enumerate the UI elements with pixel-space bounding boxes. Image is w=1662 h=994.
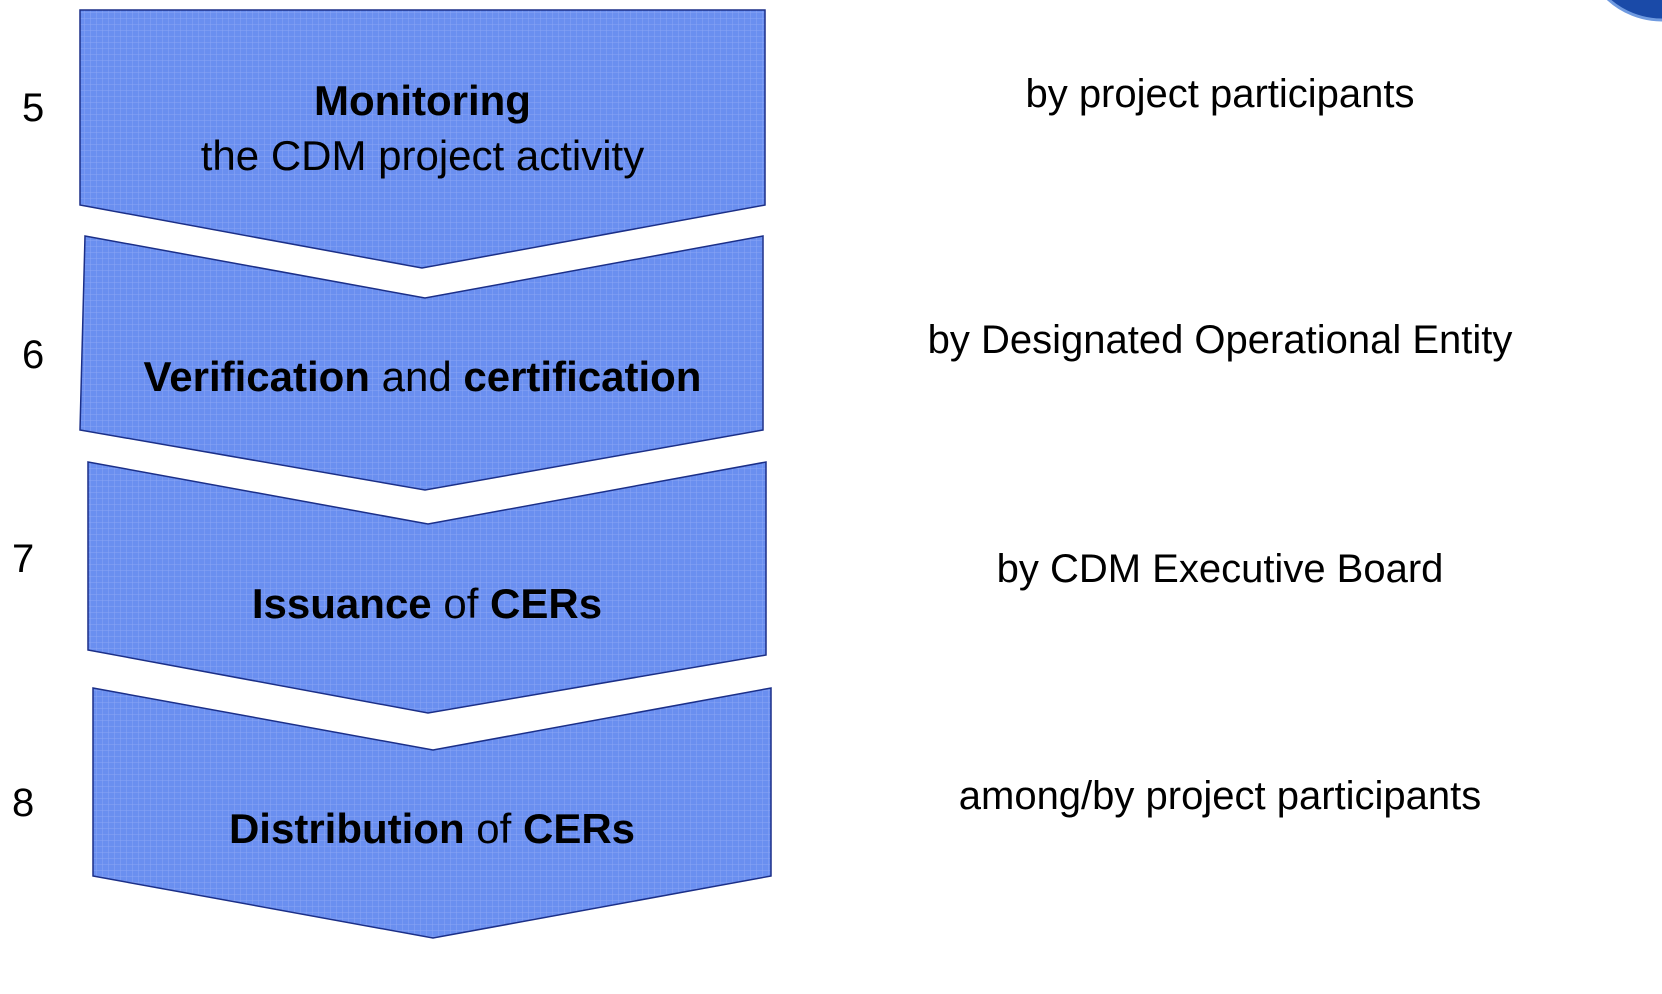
- step-label-5: Monitoring the CDM project activity: [80, 74, 765, 183]
- step-number-5: 5: [22, 86, 45, 130]
- step-label-8: Distribution of CERs: [93, 802, 771, 857]
- step-actor-6: by Designated Operational Entity: [927, 318, 1513, 362]
- step-7-chevron: [87, 461, 767, 714]
- step-label-7: Issuance of CERs: [88, 577, 766, 632]
- step-actor-8: among/by project participants: [958, 774, 1482, 818]
- step-5-chevron: [79, 9, 766, 269]
- step-8-title-connector: of: [464, 805, 523, 852]
- step-6-chevron: [79, 235, 764, 491]
- step-8-title-bold-1: Distribution: [228, 805, 465, 852]
- step-6-title-connector: and: [369, 353, 464, 400]
- step-7-title-bold-1: Issuance: [251, 580, 432, 627]
- step-actor-7: by CDM Executive Board: [996, 547, 1444, 591]
- step-label-6: Verification and certification: [80, 350, 765, 405]
- step-7-title-connector: of: [431, 580, 491, 627]
- step-actor-5: by project participants: [1025, 72, 1415, 116]
- partial-circular-logo-icon: [1552, 0, 1662, 26]
- step-number-7: 7: [12, 537, 35, 581]
- step-number-6: 6: [22, 333, 45, 377]
- step-7-title-bold-2: CERs: [490, 580, 603, 627]
- step-8-chevron: [92, 687, 772, 939]
- step-5-title: Monitoring: [314, 77, 531, 124]
- step-6-title-bold-1: Verification: [143, 353, 370, 400]
- step-6-title-bold-2: certification: [463, 353, 702, 400]
- step-8-title-bold-2: CERs: [522, 805, 636, 852]
- step-number-8: 8: [12, 781, 35, 825]
- step-5-subtitle: the CDM project activity: [200, 131, 645, 179]
